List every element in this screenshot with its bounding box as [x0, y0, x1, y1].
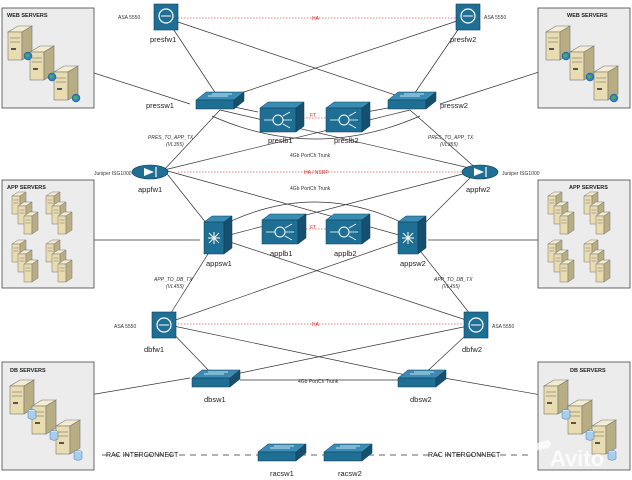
firewall-icon: [158, 8, 174, 24]
app-trunk-label: 4Gb PortCh Trunk: [290, 186, 331, 192]
dbfw2-device[interactable]: [463, 311, 489, 339]
presfw1-model: ASA 5550: [118, 15, 140, 21]
connection-lines: [59, 17, 571, 401]
appfw2-device[interactable]: [461, 164, 499, 180]
appfw1-label: appfw1: [138, 185, 162, 194]
applb1-device[interactable]: [261, 213, 307, 245]
dbfw2-label: dbfw2: [462, 345, 482, 354]
preslb1-label: preslb1: [268, 136, 293, 145]
pres-to-app-left-label: PRES_TO_APP_TX: [148, 135, 194, 141]
racsw1-label: racsw1: [270, 469, 294, 478]
watermark-text: Avito: [550, 446, 604, 471]
pres-to-app-right-vlan: (VL355): [440, 142, 458, 148]
app-fw-ha-label: HA / NSRP: [304, 170, 329, 176]
db-servers-left-title: DB SERVERS: [10, 368, 46, 374]
web-servers-left-box: WEB SERVERS: [1, 7, 95, 109]
app-lb-ft-label: FT: [310, 225, 316, 231]
applb2-label: applb2: [334, 249, 357, 258]
dbfw1-model: ASA 5550: [114, 324, 136, 330]
appfw2-label: appfw2: [466, 185, 490, 194]
db-servers-right-box: DB SERVERS: [537, 361, 631, 471]
dbfw2-model: ASA 5550: [492, 324, 514, 330]
racsw2-label: racsw2: [338, 469, 362, 478]
dbsw2-label: dbsw2: [410, 395, 432, 404]
presfw2-label: presfw2: [450, 35, 476, 44]
appsw1-label: appsw1: [206, 259, 232, 268]
dbsw1-device[interactable]: [191, 369, 241, 388]
firewall-icon: [156, 317, 172, 333]
app-to-db-left-vlan: (VL455): [166, 284, 184, 290]
avito-logo-icon: [529, 440, 551, 452]
db-servers-right-title: DB SERVERS: [570, 368, 606, 374]
web-servers-right-box: WEB SERVERS: [537, 7, 631, 109]
dbsw1-label: dbsw1: [204, 395, 226, 404]
app-to-db-left-label: APP_TO_DB_TX: [153, 277, 193, 283]
pressw2-device[interactable]: [387, 91, 437, 110]
app-servers-left-box: APP SERVERS: [1, 179, 95, 289]
racsw1-device[interactable]: [257, 443, 307, 462]
presfw1-device[interactable]: [153, 3, 179, 31]
presfw2-model: ASA 5550: [484, 15, 506, 21]
db-servers-left-box: DB SERVERS: [1, 361, 95, 471]
db-trunk-label: 4Gb PortCh Trunk: [298, 379, 339, 385]
app-servers-left-title: APP SERVERS: [7, 185, 46, 191]
preslb1-device[interactable]: [259, 101, 305, 133]
firewall-icon: [468, 317, 484, 333]
dbsw2-device[interactable]: [397, 369, 447, 388]
presfw1-label: presfw1: [150, 35, 176, 44]
appsw2-device[interactable]: [397, 215, 427, 255]
pres-fw-ha-label: HA: [312, 16, 320, 22]
app-servers-right-title: APP SERVERS: [569, 185, 608, 191]
racsw2-device[interactable]: [323, 443, 373, 462]
appfw1-model: Juniper ISG1000: [94, 171, 132, 177]
dbfw1-device[interactable]: [151, 311, 177, 339]
pres-to-app-left-vlan: (VL355): [166, 142, 184, 148]
appsw1-device[interactable]: [203, 215, 233, 255]
app-to-db-right-label: APP_TO_DB_TX: [433, 277, 473, 283]
preslb2-device[interactable]: [325, 101, 371, 133]
pressw1-device[interactable]: [195, 91, 245, 110]
app-to-db-right-vlan: (VL455): [442, 284, 460, 290]
appfw2-model: Juniper ISG1000: [502, 171, 540, 177]
app-servers-right-box: APP SERVERS: [537, 179, 631, 289]
web-servers-right-title: WEB SERVERS: [567, 13, 608, 19]
rac-interconnect-right-label: RAC INTERCONNECT: [428, 452, 501, 459]
dbfw1-label: dbfw1: [144, 345, 164, 354]
pres-lb-ft-label: FT: [310, 113, 316, 119]
applb2-device[interactable]: [325, 213, 371, 245]
rac-interconnect-left-label: RAC INTERCONNECT: [106, 452, 179, 459]
appsw2-label: appsw2: [400, 259, 426, 268]
web-servers-left-title: WEB SERVERS: [7, 13, 48, 19]
preslb2-label: preslb2: [334, 136, 359, 145]
pressw1-label: pressw1: [146, 101, 174, 110]
db-fw-ha-label: HA: [312, 322, 320, 328]
applb1-label: applb1: [270, 249, 293, 258]
watermark: Avito: [529, 440, 604, 471]
appfw1-device[interactable]: [131, 164, 169, 180]
pressw2-label: pressw2: [440, 101, 468, 110]
firewall-icon: [460, 8, 476, 24]
presfw2-device[interactable]: [455, 3, 481, 31]
pres-to-app-right-label: PRES_TO_APP_TX: [428, 135, 474, 141]
pres-trunk-label: 4Gb PortCh Trunk: [290, 153, 331, 159]
